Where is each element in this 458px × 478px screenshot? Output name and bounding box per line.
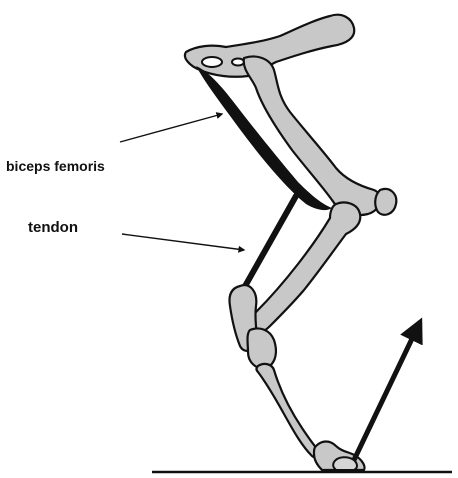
biceps-leader-line xyxy=(120,114,222,142)
tendon-label: tendon xyxy=(28,219,78,236)
tarsal-bone xyxy=(248,328,276,368)
biceps-femoris-label: biceps femoris xyxy=(6,158,105,174)
hip-socket xyxy=(202,57,222,67)
patella-bone xyxy=(375,189,396,215)
metatarsal-bone xyxy=(257,364,321,458)
femur-bone xyxy=(244,57,381,216)
tendon-line xyxy=(244,196,296,288)
tibia-bone xyxy=(249,202,360,333)
tendon-leader-line xyxy=(122,234,244,250)
force-arrow xyxy=(354,322,420,460)
ischium-notch xyxy=(232,59,244,66)
